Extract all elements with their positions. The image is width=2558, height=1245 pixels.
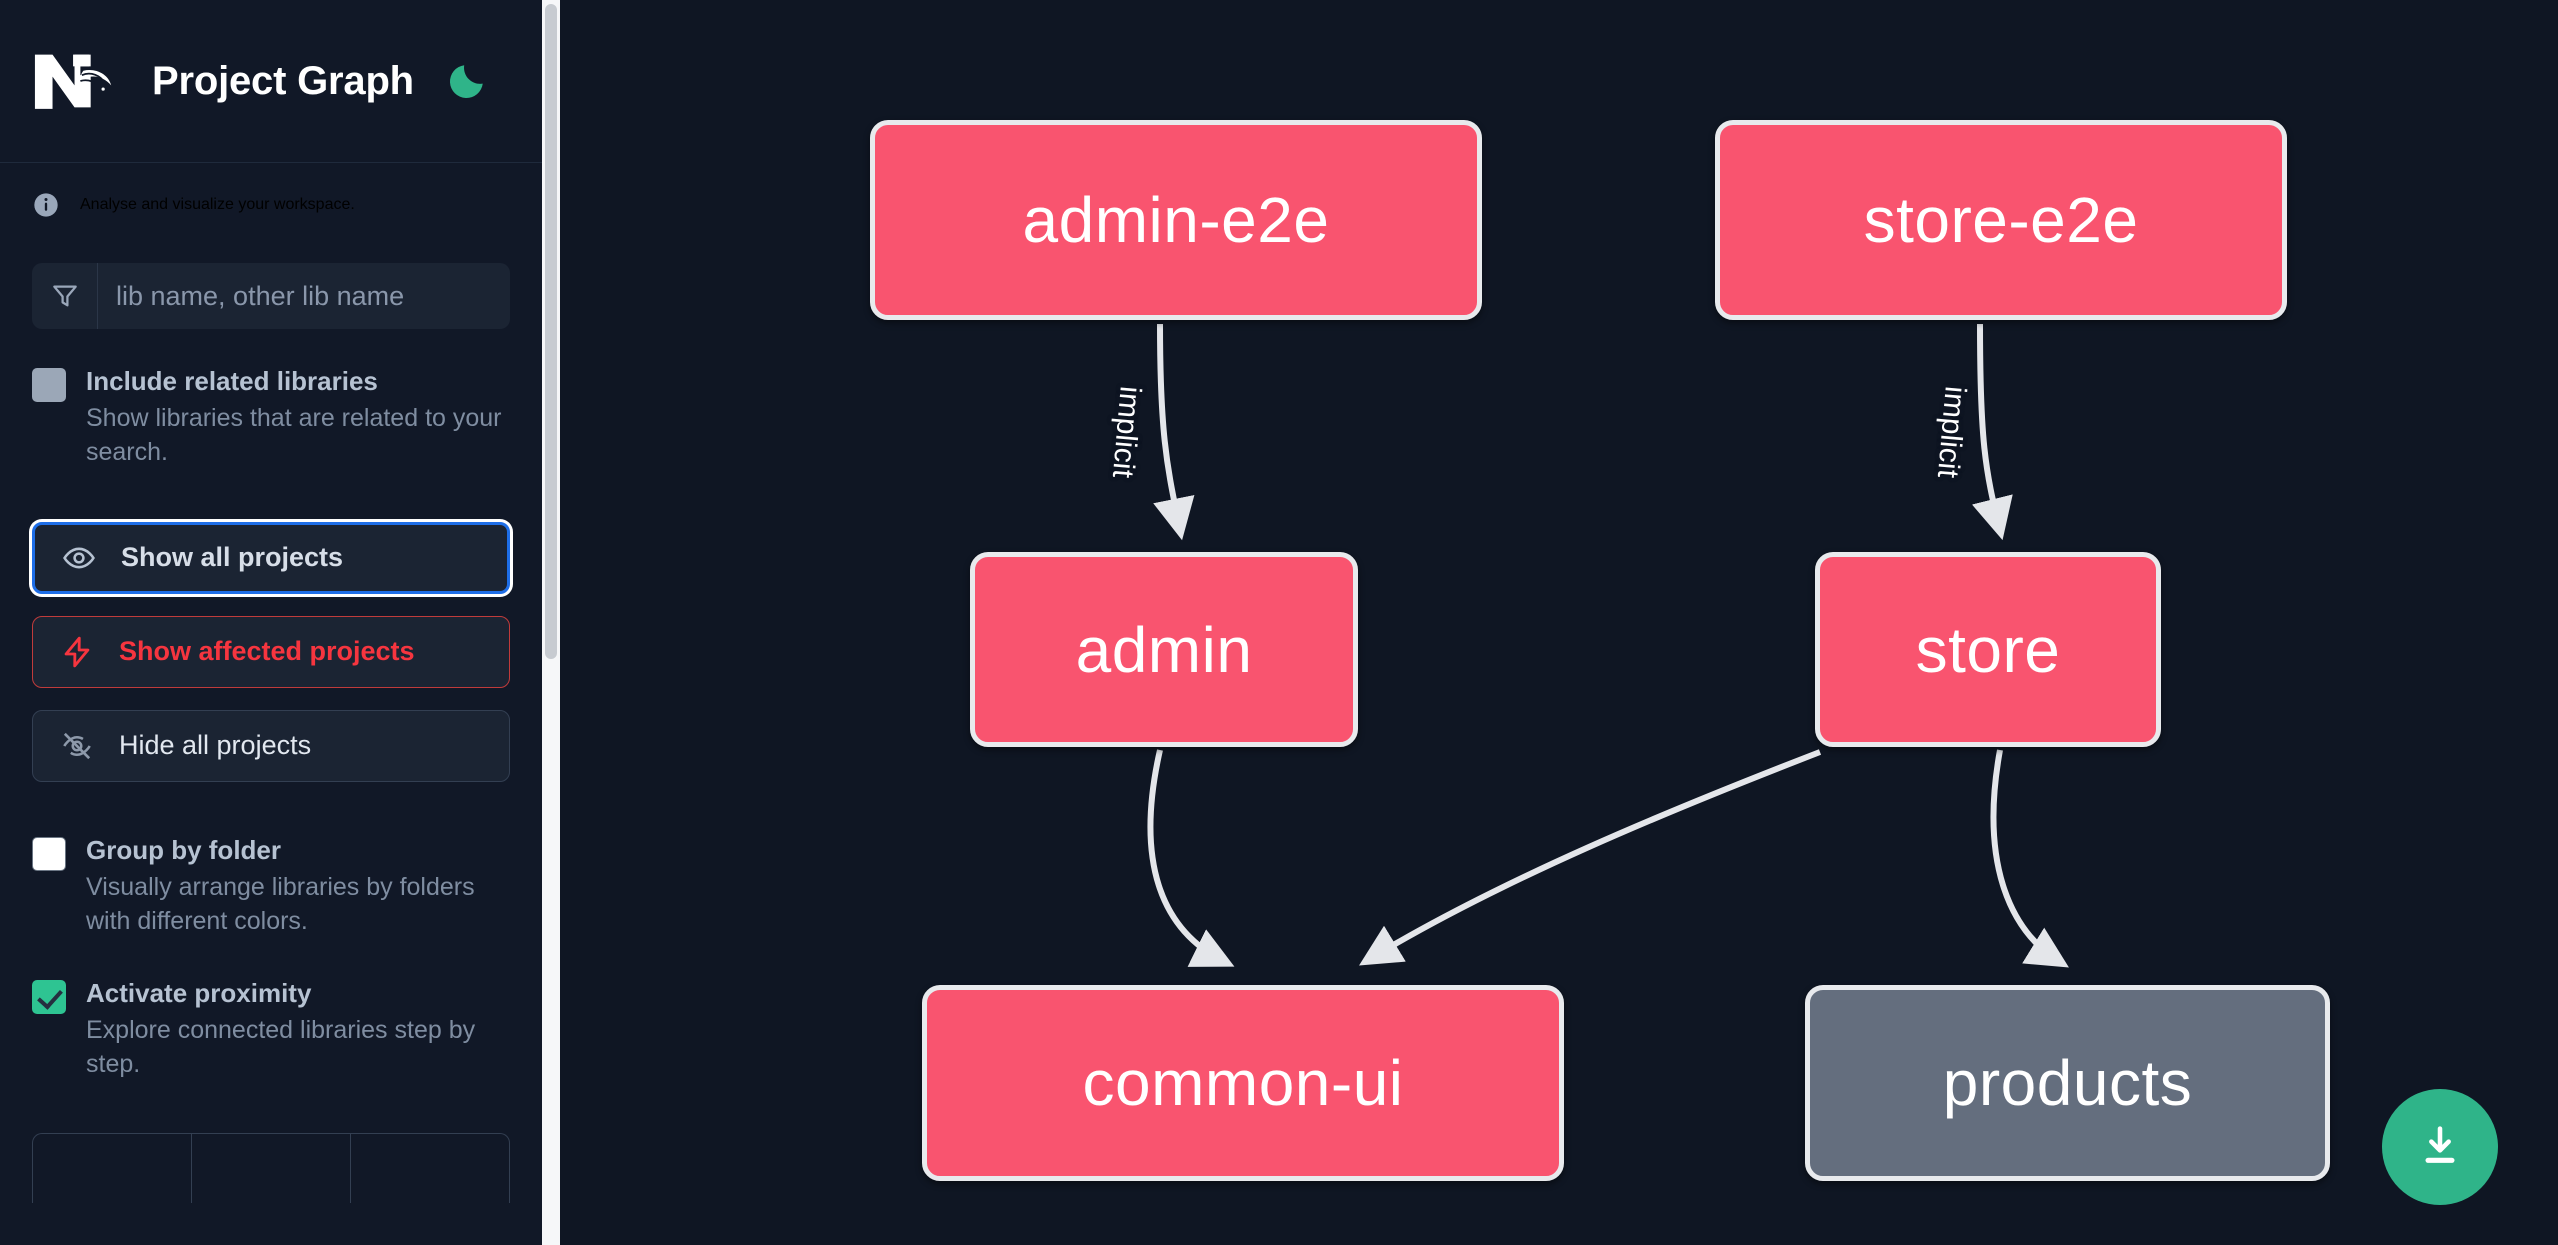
edge-admin-e2e-to-admin [1153, 323, 1195, 541]
option-description: Visually arrange libraries by folders wi… [86, 873, 475, 935]
sidebar-scroll-area[interactable]: Project Graph Analyse and visualize your… [0, 0, 560, 1245]
download-icon [2414, 1120, 2466, 1175]
graph-node-store[interactable]: store [1815, 552, 2161, 747]
option-title: Include related libraries [86, 366, 378, 396]
search-input[interactable] [98, 263, 510, 329]
lightning-icon [59, 634, 95, 670]
show-all-projects-button[interactable]: Show all projects [32, 521, 510, 594]
edge-admin-to-common-ui [1147, 749, 1235, 967]
node-label: admin-e2e [1022, 184, 1330, 256]
segment-option-2[interactable] [191, 1134, 350, 1204]
node-label: store-e2e [1863, 184, 2139, 256]
show-affected-projects-label: Show affected projects [119, 636, 415, 667]
eye-icon [61, 540, 97, 576]
graph-node-store-e2e[interactable]: store-e2e [1715, 120, 2287, 320]
option-description: Explore connected libraries step by step… [86, 1015, 476, 1078]
graph-edges-layer [1147, 323, 2069, 968]
sidebar-scrollbar-thumb[interactable] [545, 4, 557, 659]
option-group-by-folder[interactable]: Group by folder Visually arrange librari… [32, 834, 510, 939]
edge-store-to-products [1990, 749, 2069, 968]
option-include-related-libraries[interactable]: Include related libraries Show libraries… [32, 365, 510, 470]
graph-node-admin-e2e[interactable]: admin-e2e [870, 120, 1482, 320]
nx-logo-icon [32, 50, 120, 112]
sidebar-tagline-text: Analyse and visualize your workspace. [80, 196, 355, 213]
search-field-wrapper[interactable] [32, 263, 510, 329]
node-label: admin [1075, 613, 1253, 686]
node-label: products [1942, 1047, 2193, 1119]
download-graph-button[interactable] [2382, 1089, 2498, 1205]
sidebar-header: Project Graph [0, 0, 542, 163]
node-label: common-ui [1082, 1047, 1404, 1119]
eye-slash-icon [59, 728, 95, 764]
option-title: Activate proximity [86, 977, 312, 1008]
graph-node-common-ui[interactable]: common-ui [922, 985, 1564, 1181]
hide-all-projects-label: Hide all projects [119, 730, 312, 761]
show-all-projects-label: Show all projects [121, 542, 344, 573]
edge-store-e2e-to-store [1971, 323, 2013, 541]
sidebar-scrollbar-track[interactable] [542, 0, 560, 1245]
filter-funnel-icon [32, 263, 98, 329]
graph-node-products[interactable]: products [1805, 985, 2330, 1181]
moon-icon[interactable] [444, 58, 490, 104]
edge-store-to-common-ui [1359, 749, 1822, 966]
sidebar-tagline: Analyse and visualize your workspace. [0, 163, 542, 219]
page-title: Project Graph [152, 58, 414, 103]
segment-option-1[interactable] [33, 1134, 191, 1203]
project-graph-canvas[interactable]: admin-e2e store-e2e admin store common-u… [560, 0, 2558, 1245]
include-related-libraries-checkbox[interactable] [32, 368, 66, 402]
node-label: store [1915, 613, 2061, 686]
activate-proximity-checkbox[interactable] [32, 979, 66, 1014]
graph-node-admin[interactable]: admin [970, 552, 1358, 747]
option-description: Show libraries that are related to your … [86, 404, 502, 467]
proximity-segmented-control[interactable] [32, 1133, 510, 1204]
sidebar: Project Graph Analyse and visualize your… [0, 0, 560, 1245]
segment-option-3[interactable] [350, 1134, 509, 1204]
group-by-folder-checkbox[interactable] [32, 836, 66, 871]
option-activate-proximity[interactable]: Activate proximity Explore connected lib… [32, 977, 510, 1082]
option-title: Group by folder [86, 834, 281, 865]
hide-all-projects-button[interactable]: Hide all projects [32, 709, 510, 782]
show-affected-projects-button[interactable]: Show affected projects [32, 615, 510, 688]
visibility-button-group: Show all projects Show affected projects [32, 521, 510, 782]
info-circle-icon [32, 191, 60, 219]
